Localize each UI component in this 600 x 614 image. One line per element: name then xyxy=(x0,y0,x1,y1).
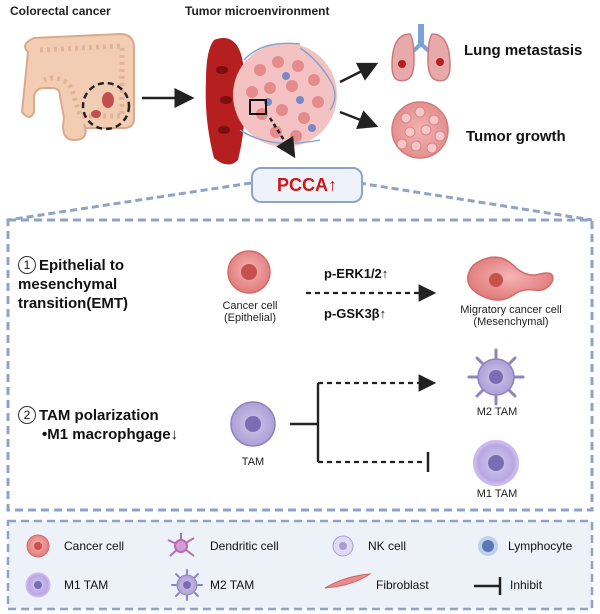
mechanism-frame xyxy=(6,218,594,512)
migratory-cell-text: Migratory cancer cell xyxy=(460,304,562,316)
legend-m1-tam-icon xyxy=(25,572,51,598)
section1-title-line1: Epithelial to xyxy=(39,257,125,274)
legend-dendritic-cell-icon xyxy=(167,533,195,557)
tumor-microenvironment-illustration xyxy=(205,38,337,165)
p-erk-label: p-ERK1/2↑ xyxy=(324,266,389,281)
legend-box xyxy=(6,519,594,611)
lung-metastasis-label: Lung metastasis xyxy=(464,42,583,59)
cancer-cell-subtext: (Epithelial) xyxy=(224,312,276,324)
legend-cancer-cell-label: Cancer cell xyxy=(64,539,125,553)
p-gsk3b-label: p-GSK3β↑ xyxy=(324,306,387,321)
section1-title-line2: mesenchymal xyxy=(18,276,118,293)
tumor-microenvironment-title: Tumor microenvironment xyxy=(185,4,330,18)
legend-fibroblast-icon xyxy=(324,573,372,589)
legend-m1-tam-label: M1 TAM xyxy=(64,578,109,592)
legend-fibroblast-label: Fibroblast xyxy=(376,578,429,592)
m2-tam-label: M2 TAM xyxy=(476,406,518,418)
m1-tam-label: M1 TAM xyxy=(476,488,518,500)
arrow-to-tumor-growth xyxy=(339,110,379,129)
migratory-cancer-cell-icon xyxy=(467,256,554,301)
section2-title-text: TAM polarization xyxy=(39,407,159,424)
migratory-cell-subtext: (Mesenchymal) xyxy=(473,316,549,328)
legend-lymphocyte-icon xyxy=(478,536,498,556)
m2-tam-icon xyxy=(467,348,525,406)
colon-illustration xyxy=(20,32,135,142)
section1-title-line3: transition(EMT) xyxy=(18,295,128,312)
section1-number: 1 xyxy=(18,256,36,274)
cancer-cell-label: Cancer cell (Epithelial) xyxy=(205,300,295,324)
tumor-growth-label: Tumor growth xyxy=(466,128,566,145)
tam-cell-icon xyxy=(230,401,276,447)
colorectal-cancer-title: Colorectal cancer xyxy=(10,4,111,18)
tumor-growth-illustration xyxy=(391,101,449,159)
legend-inhibit-icon xyxy=(474,577,502,595)
pcca-box: PCCA↑ xyxy=(251,167,363,203)
migratory-cell-label: Migratory cancer cell (Mesenchymal) xyxy=(436,304,586,328)
pcca-label: PCCA↑ xyxy=(276,174,337,195)
arrow-tme-to-pcca xyxy=(268,117,296,159)
tam-branch xyxy=(290,383,320,462)
tam-label: TAM xyxy=(241,456,265,468)
legend-cancer-cell-icon xyxy=(26,534,50,558)
legend-lymphocyte-label: Lymphocyte xyxy=(508,539,573,553)
legend-nk-cell-icon xyxy=(332,535,354,557)
cancer-cell-epithelial-icon xyxy=(227,250,271,294)
arrow-to-lung xyxy=(339,62,379,84)
m1-tam-icon xyxy=(473,440,519,486)
legend-m2-tam-label: M2 TAM xyxy=(210,578,255,592)
lungs-illustration xyxy=(391,24,451,82)
legend-nk-cell-label: NK cell xyxy=(368,539,407,553)
section2-number: 2 xyxy=(18,406,36,424)
section2-subtitle: •M1 macrophgage↓ xyxy=(42,426,179,443)
cancer-cell-text: Cancer cell xyxy=(222,300,278,312)
legend-dendritic-cell-label: Dendritic cell xyxy=(210,539,279,553)
legend-inhibit-label: Inhibit xyxy=(510,578,543,592)
legend-m2-tam-icon xyxy=(171,569,203,601)
